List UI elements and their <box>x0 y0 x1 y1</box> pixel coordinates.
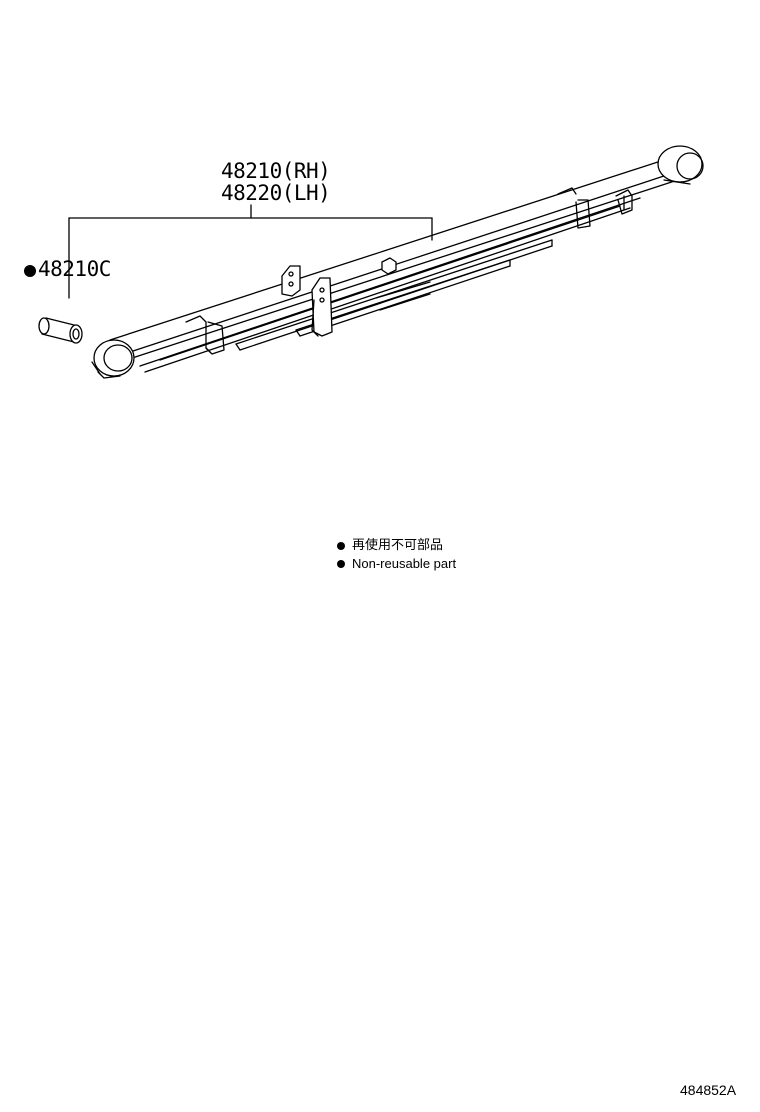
rear-eye <box>657 145 704 185</box>
legend-english: Non-reusable part <box>352 556 457 571</box>
lower-leaves <box>139 197 641 373</box>
center-nut <box>381 257 397 275</box>
part-number-rh: 48210(RH) <box>221 159 331 183</box>
clip-front <box>185 315 225 355</box>
main-leaf <box>109 159 691 363</box>
clip-rear <box>557 187 591 229</box>
legend-bullet-icon <box>337 542 345 550</box>
part-number-lh: 48220(LH) <box>221 181 331 205</box>
legend-japanese: 再使用不可部品 <box>352 538 444 553</box>
non-reusable-bullet-icon <box>24 265 36 277</box>
part-number-bushing: 48210C <box>38 257 111 281</box>
legend-bullet-icon <box>337 560 345 568</box>
callout-leader-spring <box>68 204 433 299</box>
illustration-code: 484852A <box>680 1082 737 1098</box>
clip-end <box>615 189 633 215</box>
bushing-part <box>38 317 83 344</box>
center-bracket <box>281 265 333 337</box>
front-eye <box>91 339 135 379</box>
